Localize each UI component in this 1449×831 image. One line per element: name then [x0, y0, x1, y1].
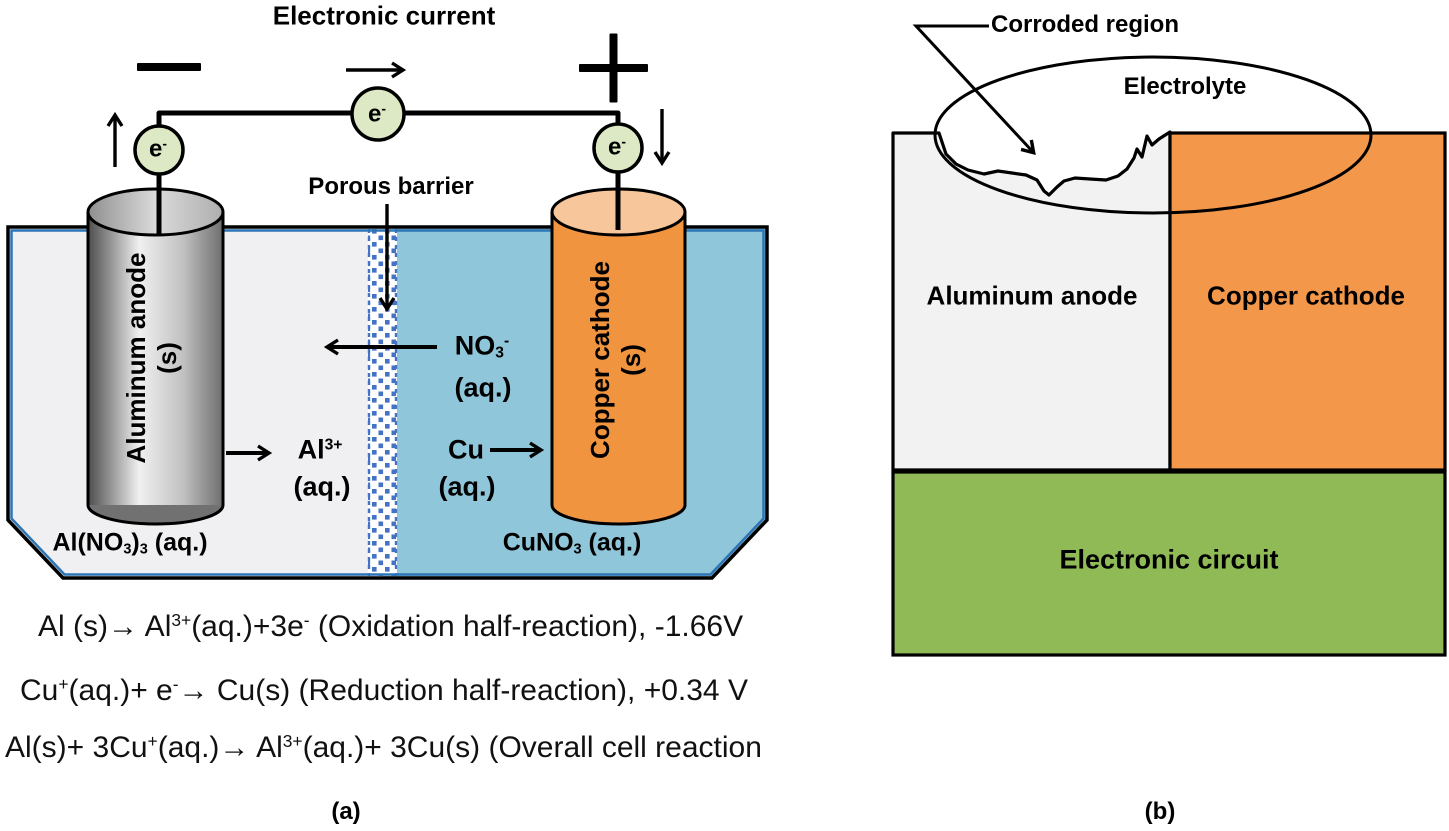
- electron-label-middle: e-: [368, 100, 386, 128]
- corroded-region-pointer: [912, 24, 1036, 156]
- panel-a-diagram: [6, 33, 769, 580]
- electron-circle-middle: [350, 86, 406, 142]
- electron-circle-right: [592, 122, 644, 174]
- cu-aq-label: (aq.): [438, 471, 496, 502]
- copper-cathode-cylinder: [550, 187, 687, 526]
- aluminum-anode-block: [891, 130, 1172, 472]
- plus-icon: [579, 33, 648, 103]
- electron-label-right: e-: [608, 133, 626, 161]
- al-ion-label: Al3+: [297, 434, 343, 465]
- aluminum-anode-top: [86, 187, 225, 237]
- left-solution-label: Al(NO3)3 (aq.): [52, 528, 208, 558]
- right-solution-label: CuNO3 (aq.): [502, 528, 642, 558]
- porous-barrier-label: Porous barrier: [308, 173, 474, 200]
- electron-label-left: e-: [149, 135, 167, 163]
- no3-aq-label: (aq.): [454, 372, 512, 403]
- panel-b-caption: (b): [1144, 798, 1176, 825]
- aluminum-anode-label: Aluminum anode (s): [121, 252, 182, 464]
- corroded-region-label: Corroded region: [990, 11, 1180, 38]
- electrolyte-drop-ellipse: [933, 55, 1373, 215]
- panel-b-diagram: [891, 24, 1447, 657]
- panel-a-caption: (a): [331, 798, 361, 825]
- cu-ion-label: Cu: [448, 434, 484, 465]
- eq-oxidation: Al (s)→ Al3+(aq.)+3e- (Oxidation half-re…: [38, 610, 744, 643]
- cathode-block-label: Copper cathode: [1207, 280, 1405, 311]
- copper-cathode-label: Copper cathode (s): [585, 261, 646, 459]
- porous-barrier: [368, 229, 397, 576]
- eq-overall: Al(s)+ 3Cu+(aq.)→ Al3+(aq.)+ 3Cu(s) (Ove…: [5, 731, 762, 764]
- panel-a-title: Electronic current: [272, 0, 496, 31]
- minus-icon: [137, 63, 201, 71]
- circuit-block-label: Electronic circuit: [1059, 544, 1279, 575]
- electron-circle-left: [133, 124, 185, 176]
- electrolyte-label: Electrolyte: [1123, 73, 1247, 100]
- electronic-circuit-block: [891, 470, 1447, 657]
- beaker-inner-border: [10, 229, 765, 576]
- eq-reduction: Cu+(aq.)+ e-→ Cu(s) (Reduction half-reac…: [20, 674, 748, 707]
- al-aq-label: (aq.): [293, 471, 351, 502]
- anode-block-label: Aluminum anode: [926, 280, 1138, 311]
- aluminum-anode-cylinder: [86, 187, 225, 526]
- beaker-outline: [6, 225, 769, 580]
- no3-ion-label: NO3-: [454, 330, 510, 362]
